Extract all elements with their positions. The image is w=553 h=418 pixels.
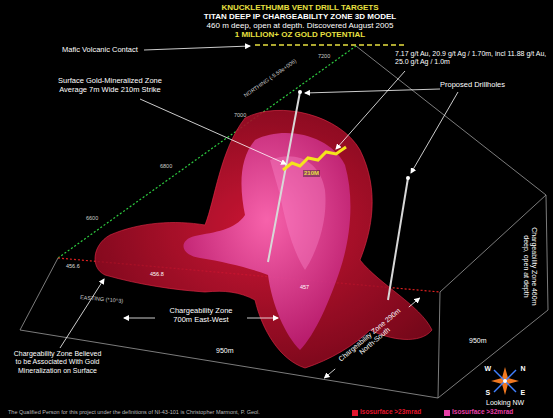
callout-label: 460 m deep, open at depth. Discovered Au… bbox=[160, 21, 440, 31]
leader-line bbox=[411, 92, 458, 173]
mineralized-zone bbox=[283, 147, 346, 170]
collar bbox=[298, 90, 302, 94]
callout-label: Mafic Volcanic Contact bbox=[62, 45, 138, 54]
dimension-arrow bbox=[124, 318, 155, 319]
callout-label: 950m bbox=[469, 337, 487, 345]
main-title: KNUCKLETHUMB VENT DRILL TARGETS bbox=[160, 3, 440, 13]
callout-label: 456.8 bbox=[150, 271, 164, 278]
leader-line bbox=[305, 89, 440, 93]
callout-label: NORTHING (-5.59e+006) bbox=[243, 57, 298, 98]
callout-label: S bbox=[486, 389, 491, 397]
drillhole bbox=[268, 92, 300, 262]
legend-text: Isosurface >32mrad bbox=[452, 408, 513, 416]
callout-label: 7.17 g/t Au, 20.9 g/t Ag / 1.70m, incl 1… bbox=[395, 50, 550, 67]
callout-label: TITAN DEEP IP CHARGEABILITY ZONE 3D MODE… bbox=[160, 12, 440, 22]
dimension-arrow bbox=[409, 298, 420, 307]
callout-label: Chargeability Zone Believed to be Associ… bbox=[10, 350, 105, 375]
callout-label: 950m bbox=[216, 347, 234, 355]
leader-line bbox=[336, 71, 405, 149]
leader-line bbox=[140, 99, 286, 164]
callout-label: 1 MILLION+ OZ GOLD POTENTIAL bbox=[160, 30, 440, 40]
legend-swatch bbox=[352, 410, 358, 416]
callout-label: Chargeability Zone 460m deep, open at de… bbox=[522, 224, 539, 308]
callout-label: 456.6 bbox=[66, 263, 80, 270]
box-edge bbox=[546, 195, 548, 310]
callout-label: Chargeability Zone 700m East-West bbox=[160, 306, 242, 324]
compass-rose bbox=[491, 367, 519, 395]
box-edge bbox=[20, 258, 58, 330]
leader-line bbox=[144, 46, 250, 50]
mafic-contact-line bbox=[255, 44, 405, 46]
callout-label: 210M bbox=[303, 170, 320, 177]
box-edge bbox=[438, 310, 548, 398]
callout-label: 6600 bbox=[86, 215, 98, 222]
leader-line bbox=[60, 279, 104, 348]
callout-label: Looking NW bbox=[486, 399, 524, 407]
footer-caption: The Qualified Person for this project un… bbox=[8, 409, 260, 416]
box-edge bbox=[440, 195, 546, 292]
callout-label: 457 bbox=[300, 284, 309, 291]
dimension-arrow bbox=[247, 318, 278, 319]
callout-label: 6800 bbox=[160, 163, 172, 170]
legend-swatch bbox=[444, 410, 450, 416]
callout-label: 7200 bbox=[318, 53, 330, 60]
body-highlight bbox=[270, 156, 326, 270]
callout-label: 7000 bbox=[234, 112, 246, 119]
callout-label: Proposed Drillholes bbox=[440, 80, 505, 89]
callout-label: N bbox=[521, 365, 526, 373]
box-edge bbox=[438, 292, 440, 398]
drillhole bbox=[388, 178, 408, 300]
legend-text: Isosurface >23mrad bbox=[360, 408, 421, 416]
callout-label: E bbox=[521, 389, 526, 397]
callout-label: W bbox=[485, 365, 492, 373]
dimension-arrow bbox=[325, 369, 336, 378]
callout-label: EASTING (*10^3) bbox=[80, 294, 124, 304]
box-edge bbox=[356, 46, 546, 195]
collar bbox=[406, 176, 410, 180]
callout-label: Surface Gold-Mineralized Zone Average 7m… bbox=[50, 76, 170, 94]
